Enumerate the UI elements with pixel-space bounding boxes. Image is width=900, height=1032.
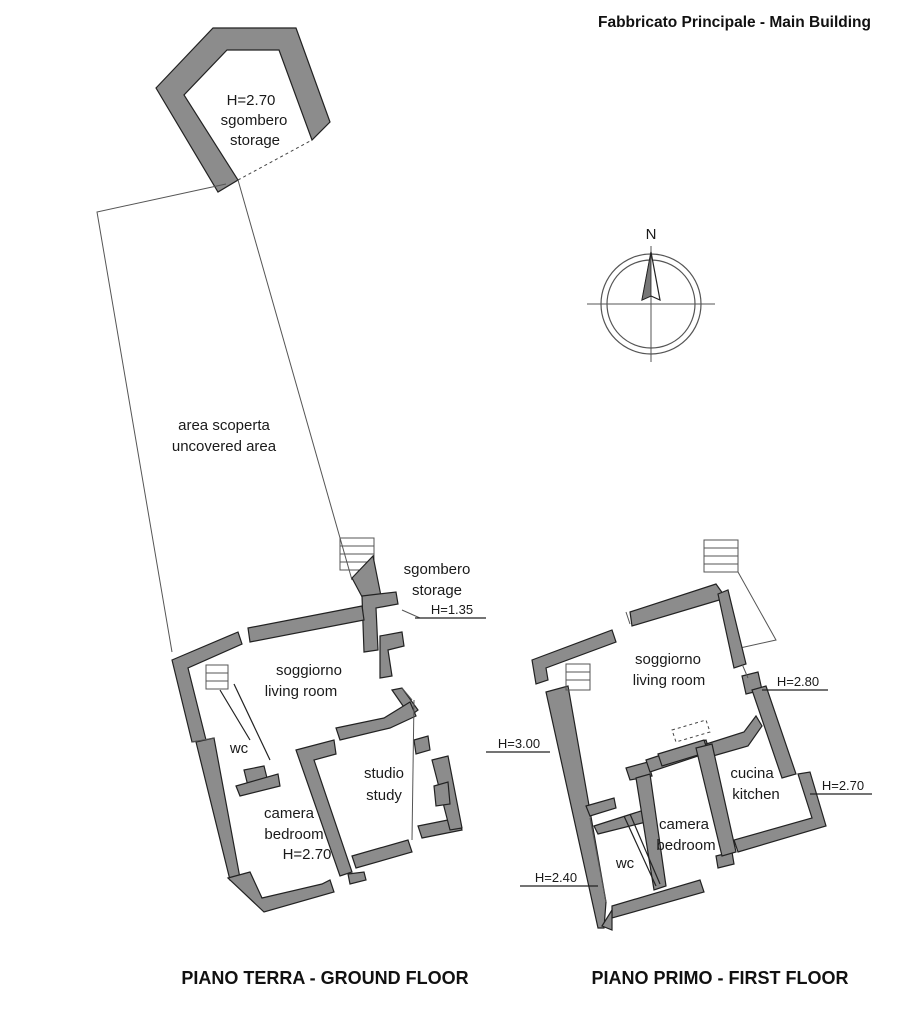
side-storage-it: sgombero: [404, 561, 471, 578]
stair-hatch: [339, 537, 375, 571]
ground-bedroom-en: bedroom: [264, 826, 323, 843]
study-it: studio: [364, 765, 404, 782]
ground-floor-plan: H=2.70 sgombero storage area scoperta un…: [96, 27, 486, 988]
ground-living-it: soggiorno: [276, 662, 342, 679]
first-stair-outline: [703, 539, 777, 649]
study-en: study: [366, 787, 402, 804]
first-floor-title: PIANO PRIMO - FIRST FLOOR: [592, 968, 849, 988]
storage-pavilion: [155, 27, 331, 193]
first-living-it: soggiorno: [635, 651, 701, 668]
first-bedroom-it: camera: [659, 816, 710, 833]
uncovered-area-it: area scoperta: [178, 417, 270, 434]
first-height-270: H=2.70: [822, 778, 864, 793]
first-living-en: living room: [633, 672, 706, 689]
ground-main-walls: [171, 605, 463, 913]
side-storage-height: H=1.35: [431, 602, 473, 617]
ground-living-en: living room: [265, 683, 338, 700]
kitchen-it: cucina: [730, 765, 774, 782]
first-height-280: H=2.80: [777, 674, 819, 689]
ground-floor-title: PIANO TERRA - GROUND FLOOR: [181, 968, 468, 988]
header-title: Fabbricato Principale - Main Building: [598, 14, 871, 31]
side-storage-walls: [351, 554, 486, 679]
first-main-walls: [531, 583, 827, 931]
ground-interior-lines: [191, 664, 415, 841]
storage-top-height: H=2.70: [227, 92, 276, 109]
uncovered-area-outline: [96, 179, 353, 653]
first-floor-plan: soggiorno living room H=2.80 H=3.00 H=2.…: [486, 539, 872, 988]
first-height-240: H=2.40: [535, 870, 577, 885]
uncovered-area-en: uncovered area: [172, 438, 277, 455]
storage-top-en: storage: [230, 132, 280, 149]
ground-bedroom-it: camera: [264, 805, 315, 822]
storage-top-it: sgombero: [221, 112, 288, 129]
ground-bedroom-height: H=2.70: [283, 846, 332, 863]
first-wc-label: wc: [615, 855, 635, 872]
first-interior-lines: [565, 611, 749, 903]
compass-north-label: N: [646, 226, 657, 243]
side-storage-en: storage: [412, 582, 462, 599]
ground-wc-label: wc: [229, 740, 249, 757]
north-compass: N: [587, 226, 715, 362]
kitchen-en: kitchen: [732, 786, 780, 803]
first-height-300: H=3.00: [498, 736, 540, 751]
first-bedroom-en: bedroom: [656, 837, 715, 854]
